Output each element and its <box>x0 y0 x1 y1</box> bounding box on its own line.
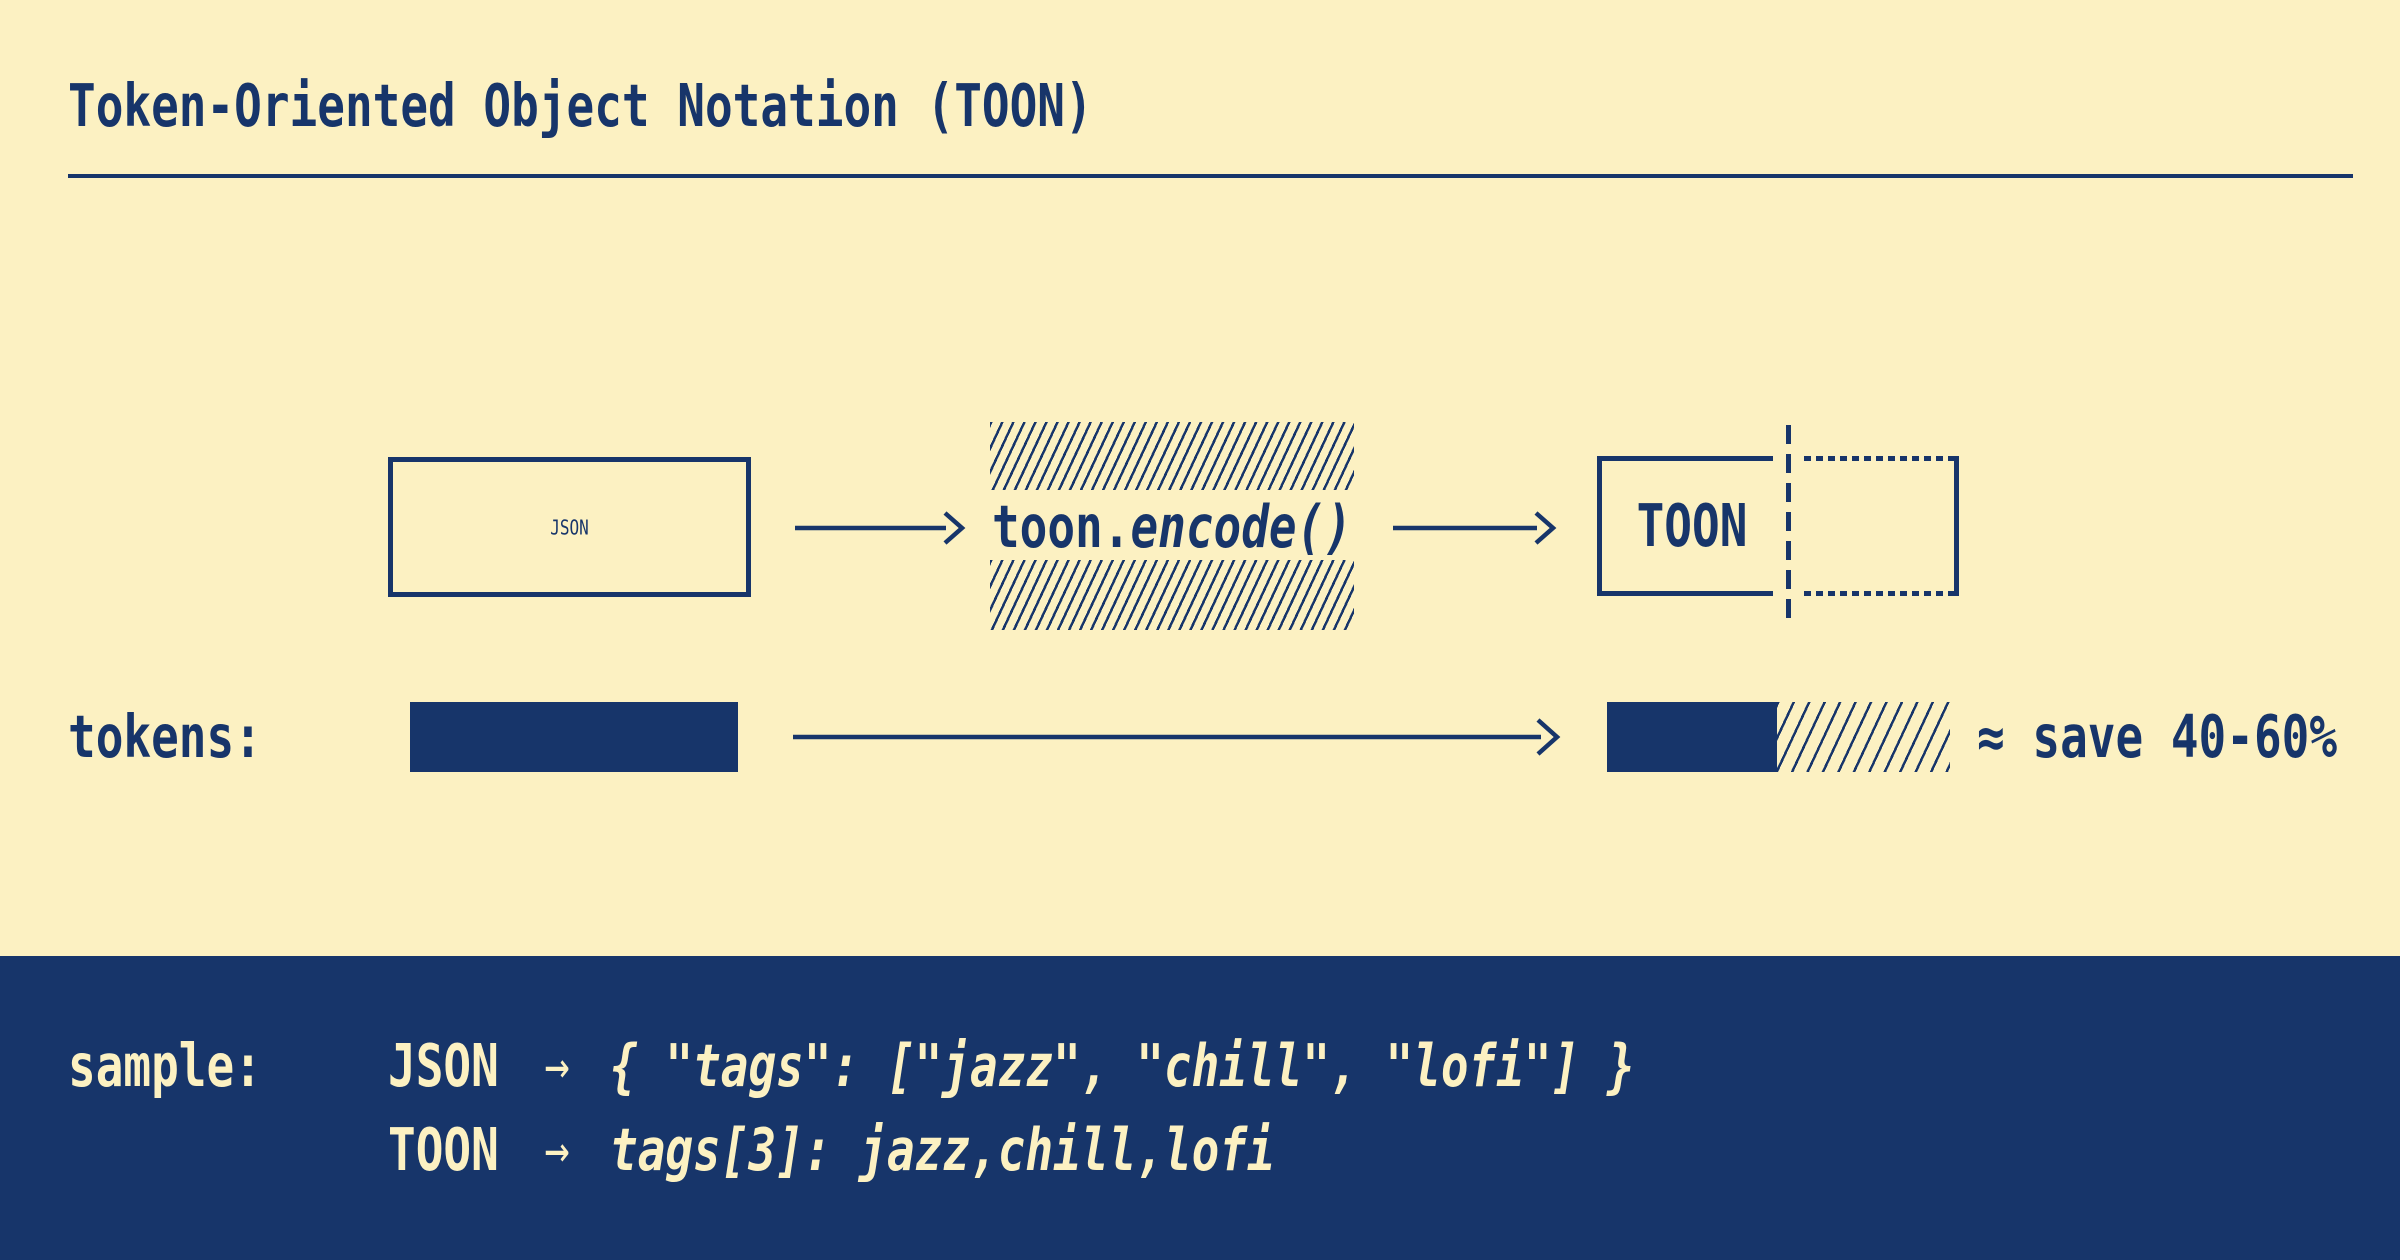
sample-label-text: sample: <box>68 1031 262 1101</box>
tokens-label: tokens: <box>68 707 262 767</box>
sample-row-json-arrow-icon: → <box>544 1034 570 1097</box>
tokens-arrow-icon <box>793 718 1561 756</box>
savings-note: ≈ save 40-60% <box>1977 707 2337 767</box>
savings-note-text: ≈ save 40-60% <box>1977 702 2338 772</box>
sample-row-toon-code: tags[3]: jazz,chill,lofi <box>610 1115 1275 1185</box>
encoder-label-text: toon.encode() <box>992 498 1352 556</box>
encoder-label: toon.encode() <box>985 497 1359 557</box>
page-title: Token-Oriented Object Notation (TOON) <box>68 76 1093 136</box>
tokens-label-text: tokens: <box>68 702 262 772</box>
toon-box-right-edge <box>1954 456 1959 596</box>
encoder-hatch-bottom <box>990 560 1354 630</box>
tokens-bar-json <box>410 702 738 772</box>
tokens-bar-toon <box>1607 702 1777 772</box>
sample-row-json-format: JSON <box>388 1031 499 1101</box>
flow-arrow-json-to-encoder-icon <box>795 511 966 545</box>
toon-box-solid <box>1597 456 1773 596</box>
encoder-call: encode() <box>1130 492 1353 562</box>
json-box: JSON <box>388 457 751 597</box>
toon-box-dotted-top <box>1804 456 1954 461</box>
encoder-prefix: toon. <box>991 492 1131 562</box>
encoder-hatch-top <box>990 422 1354 490</box>
json-box-label: JSON <box>550 514 589 539</box>
tokens-bar-saved-hatch <box>1777 702 1950 772</box>
sample-row-toon-format: TOON <box>388 1115 499 1185</box>
toon-box-label: TOON <box>1636 491 1748 561</box>
flow-arrow-encoder-to-toon-icon <box>1393 511 1557 545</box>
toon-box-cut-line <box>1786 425 1791 627</box>
sample-band <box>0 956 2400 1260</box>
sample-label: sample: <box>68 1036 262 1096</box>
toon-box-dotted-bottom <box>1804 591 1954 596</box>
title-rule <box>68 174 2353 178</box>
toon-box-label-wrap: TOON <box>1597 496 1787 556</box>
sample-row-toon-arrow-icon: → <box>544 1118 570 1181</box>
sample-row-json-code: { "tags": ["jazz", "chill", "lofi"] } <box>610 1031 1635 1101</box>
page-title-text: Token-Oriented Object Notation (TOON) <box>68 71 1093 141</box>
